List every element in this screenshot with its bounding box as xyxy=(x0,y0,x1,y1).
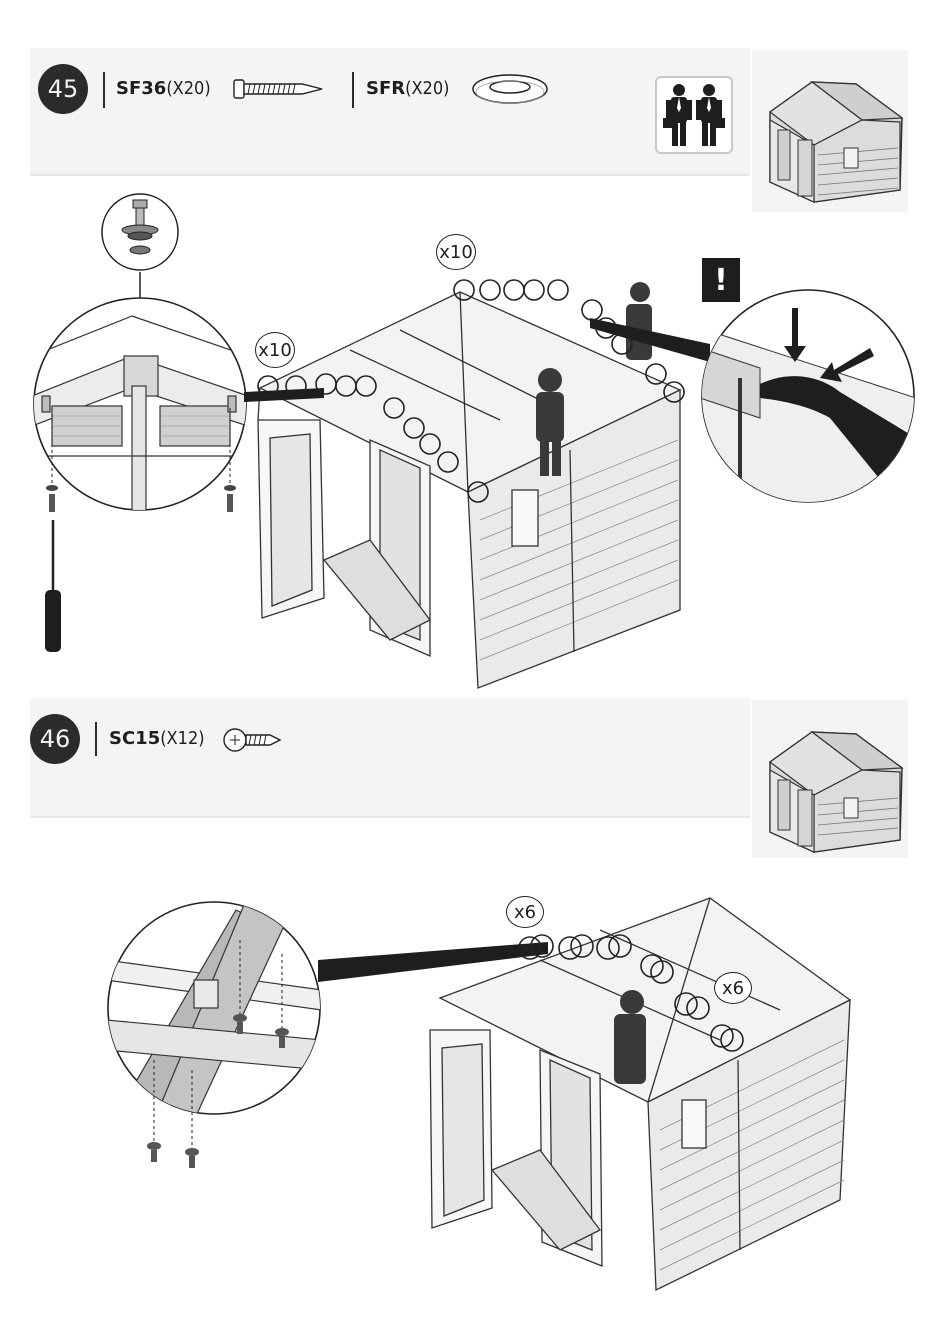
screw-position-markers-45 xyxy=(252,278,692,508)
step-45-header xyxy=(30,48,750,176)
part-sf36: SF36(X20) xyxy=(116,78,211,99)
part-qty: (X20) xyxy=(166,78,210,99)
shed-thumbnail-icon xyxy=(752,700,908,858)
separator xyxy=(352,72,354,108)
washer-icon xyxy=(470,72,550,106)
step-45-number: 45 xyxy=(38,64,88,114)
part-sfr: SFR(X20) xyxy=(366,78,449,99)
hand-detail-circle xyxy=(700,288,916,504)
screw-drop-lines xyxy=(40,408,250,518)
separator xyxy=(103,72,105,108)
screwdriver-icon xyxy=(40,520,66,656)
step-46-thumbnail xyxy=(752,700,908,858)
part-qty: (X12) xyxy=(160,728,204,749)
part-code: SF36 xyxy=(116,78,166,99)
screw-detail-circle xyxy=(100,192,180,272)
count-label: x10 xyxy=(436,234,476,270)
separator xyxy=(95,722,97,756)
two-people-icon xyxy=(655,76,733,154)
step-46-header xyxy=(30,698,750,818)
part-code: SC15 xyxy=(109,728,160,749)
shed-thumbnail-icon xyxy=(752,50,908,212)
screw-drop-lines xyxy=(140,940,300,1170)
screw-icon xyxy=(232,76,324,102)
count-label: x6 xyxy=(714,972,752,1004)
count-label: x6 xyxy=(506,896,544,928)
step-46-number: 46 xyxy=(30,714,80,764)
count-label: x10 xyxy=(255,332,295,368)
short-screw-icon xyxy=(222,726,282,754)
step-45-thumbnail xyxy=(752,50,908,212)
part-code: SFR xyxy=(366,78,405,99)
part-sc15: SC15(X12) xyxy=(109,728,205,749)
part-qty: (X20) xyxy=(405,78,449,99)
